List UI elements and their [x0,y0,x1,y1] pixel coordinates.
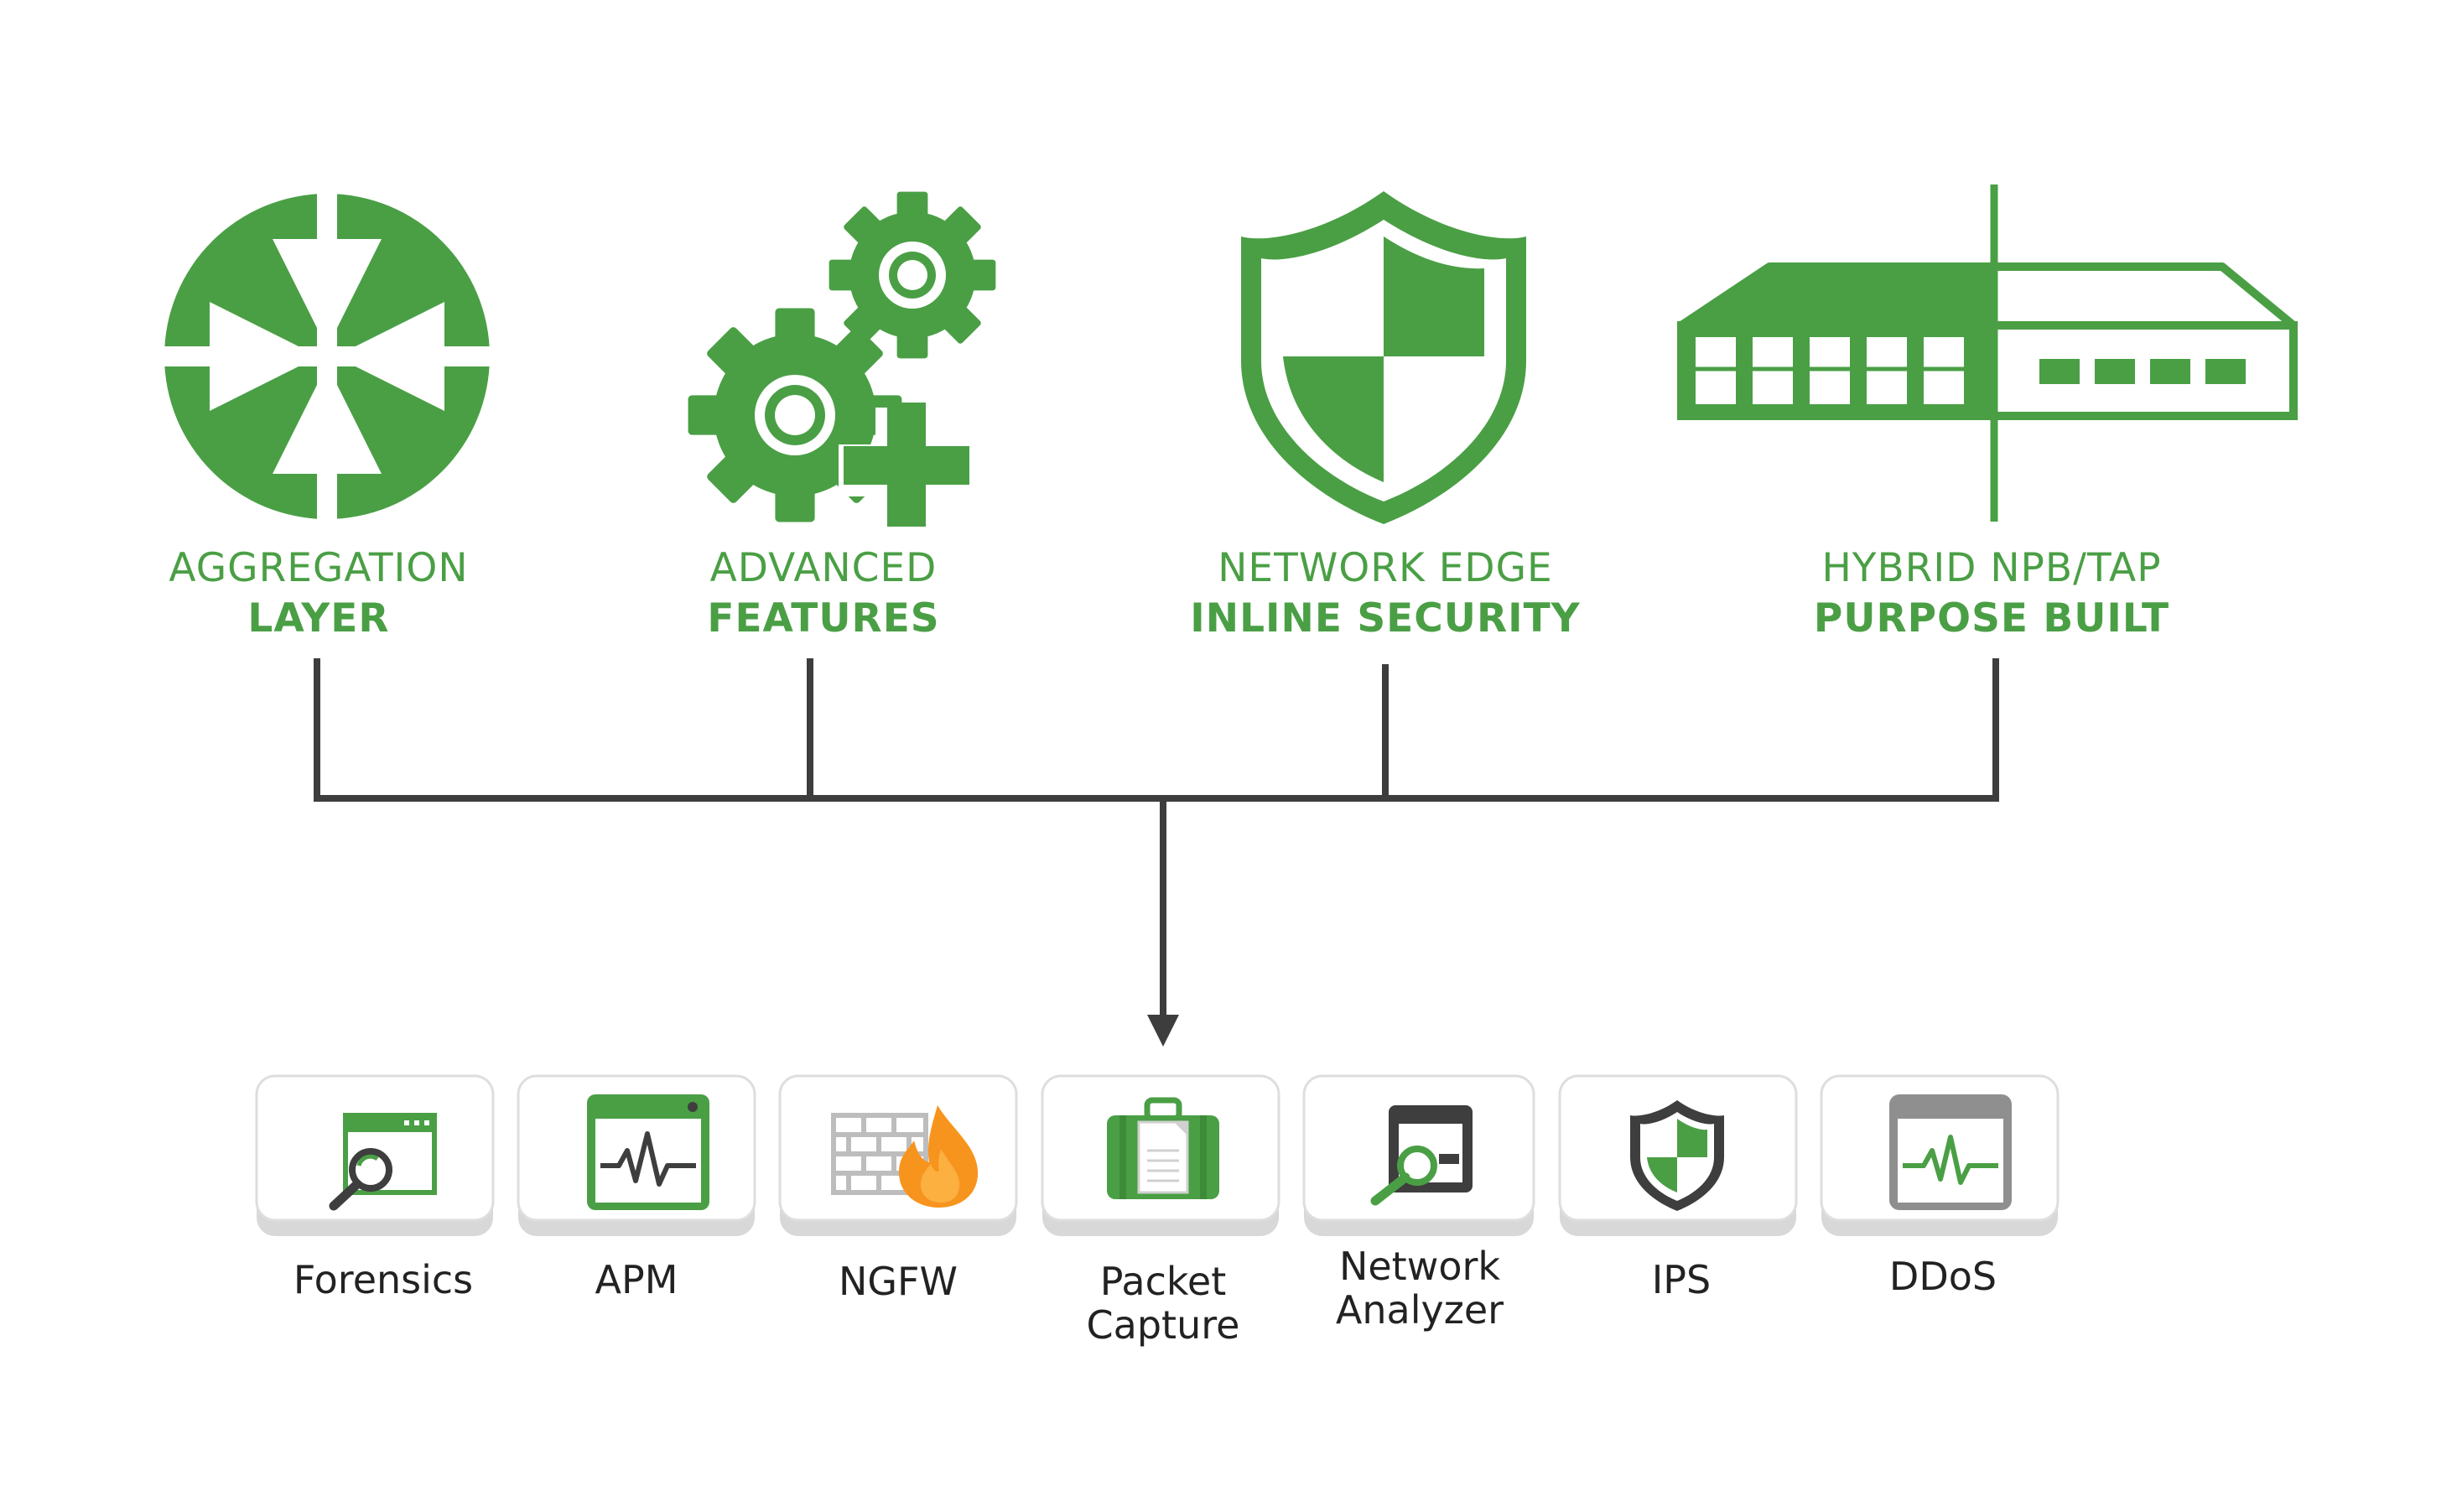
tool-label-forensics: Forensics [257,1258,509,1302]
tool-label-packet-capture: Packet Capture [1037,1260,1289,1347]
ddos-monitor-icon [1889,1094,2012,1210]
ips-shield-icon [1630,1100,1724,1211]
tool-label-line: Network [1338,1244,1501,1289]
firewall-flame-icon [831,1105,979,1208]
feature-label-hybrid: HYBRID NPB/TAP PURPOSE BUILT [1698,543,2285,644]
tool-label-apm: APM [511,1258,762,1302]
tool-cards [255,1074,2060,1236]
tool-label-line: Analyzer [1335,1287,1504,1333]
feature-line2: PURPOSE BUILT [1813,595,2170,642]
feature-label-network-edge: NETWORK EDGE INLINE SECURITY [1092,543,1679,644]
tool-label-ddos: DDoS [1817,1255,2069,1298]
feature-line2: FEATURES [707,595,940,642]
network-switch-icon [1677,184,2298,522]
feature-label-advanced: ADVANCED FEATURES [530,543,1117,644]
feature-line1: ADVANCED [709,545,938,591]
tool-label-line: NGFW [839,1259,958,1304]
tool-label-network-analyzer: Network Analyzer [1294,1244,1545,1332]
forensics-magnifier-icon [329,1113,437,1211]
shield-icon [1241,191,1526,524]
tool-label-ngfw: NGFW [772,1260,1024,1303]
network-analyzer-icon [1370,1105,1473,1206]
aggregation-arrows-icon [159,189,495,524]
tool-label-line: Capture [1086,1302,1240,1348]
gears-plus-icon [688,191,996,533]
feature-line1: NETWORK EDGE [1218,545,1553,591]
tool-label-line: Packet [1099,1259,1227,1304]
tool-label-line: DDoS [1888,1254,1997,1299]
arrow-head [1147,1015,1179,1047]
feature-label-aggregation: AGGREGATION LAYER [25,543,612,644]
feature-line2: INLINE SECURITY [1190,595,1581,642]
tool-label-line: Forensics [293,1257,474,1302]
apm-monitor-icon [587,1094,709,1210]
tool-label-ips: IPS [1556,1258,1807,1302]
tool-label-line: APM [595,1257,678,1302]
briefcase-icon [1107,1097,1219,1199]
connector-lines [314,658,1999,1021]
feature-line2: LAYER [247,595,390,642]
feature-line1: HYBRID NPB/TAP [1821,545,2162,591]
feature-line1: AGGREGATION [169,545,469,591]
tool-label-line: IPS [1651,1257,1712,1302]
